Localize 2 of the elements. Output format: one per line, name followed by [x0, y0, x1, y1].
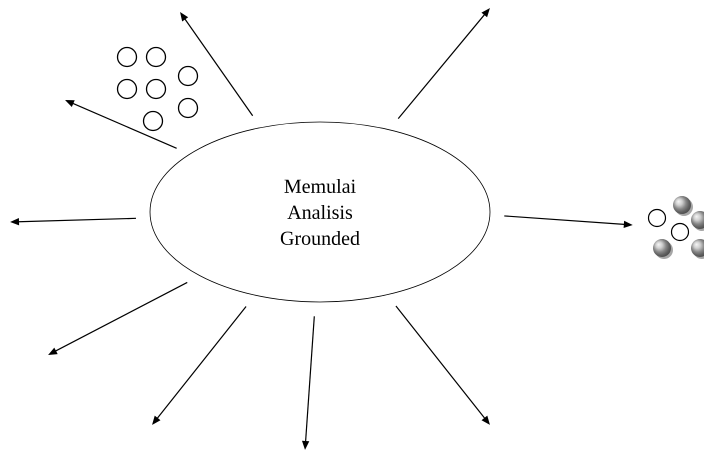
circles-drawing	[648, 196, 704, 259]
ellipse-node: Memulai Analisis Grounded	[150, 122, 490, 302]
